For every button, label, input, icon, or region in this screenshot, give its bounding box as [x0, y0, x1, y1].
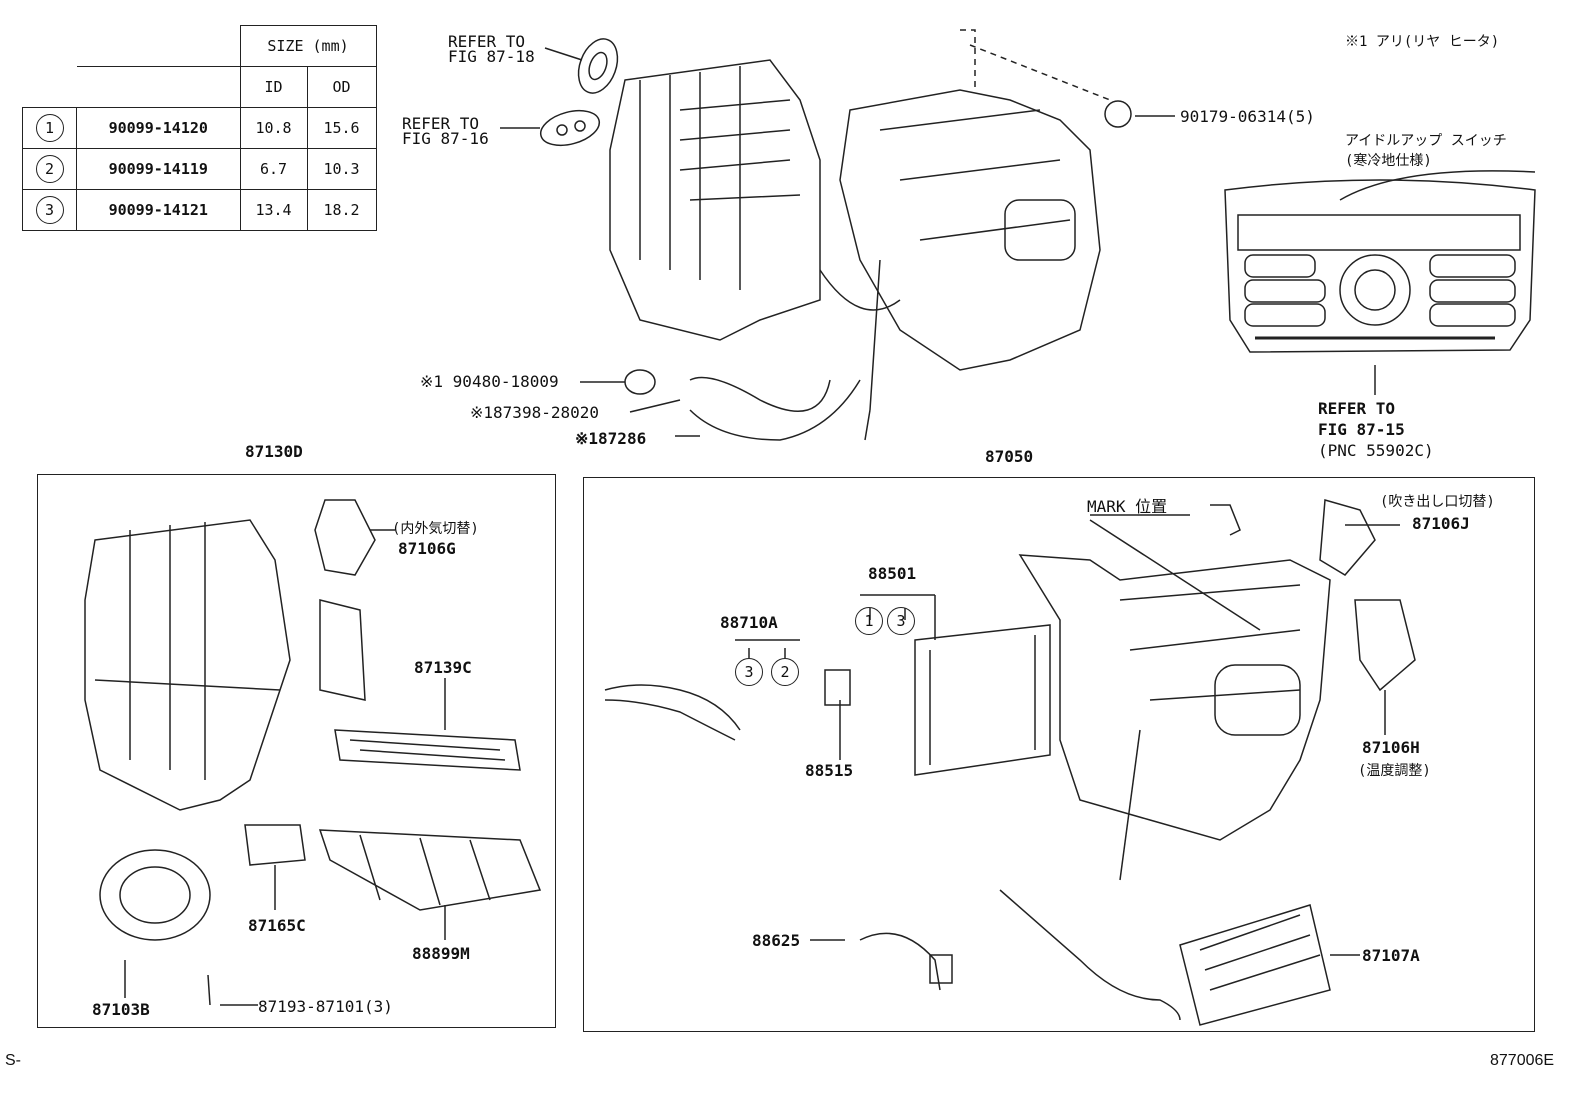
part-label: 90179-06314(5): [1180, 107, 1315, 126]
refer-label: FIG 87-15: [1318, 420, 1405, 439]
part-label: 88515: [805, 761, 854, 780]
footer-left: S-: [5, 1052, 21, 1069]
refer-label: FIG 87-18: [448, 47, 535, 66]
part-label: 88501: [868, 564, 917, 583]
part-label: 88899M: [412, 944, 470, 963]
part-label: 87139C: [414, 658, 472, 677]
row-mark: 1: [35, 114, 64, 142]
part-label: 87107A: [1362, 946, 1420, 965]
row-od: 18.2: [306, 189, 377, 231]
part-label: 87106G: [398, 539, 456, 558]
group-title: 87050: [985, 447, 1034, 466]
part-label: ※187286: [575, 429, 647, 448]
switch-note: (寒冷地仕様): [1345, 153, 1432, 169]
refer-label: FIG 87-16: [402, 129, 489, 148]
refer-label: REFER TO: [448, 32, 526, 51]
figure-id: 877006E: [1490, 1052, 1555, 1069]
row-mark: 2: [35, 155, 64, 183]
col-od: OD: [306, 66, 377, 108]
row-part: 90099-14120: [76, 107, 241, 149]
part-note: (温度調整): [1358, 763, 1431, 779]
size-table: SIZE (mm) ID OD 1 90099-14120 10.8 15.6 …: [22, 25, 377, 231]
row-part: 90099-14121: [76, 189, 241, 231]
part-label: 87106H: [1362, 738, 1420, 757]
row-id: 13.4: [239, 189, 308, 231]
row-od: 10.3: [306, 148, 377, 190]
row-mark: 3: [35, 196, 64, 224]
part-label: 87193-87101(3): [258, 997, 393, 1016]
circle-marker: 3: [887, 607, 915, 635]
part-note: (内外気切替): [392, 521, 479, 537]
group-box-left: [37, 474, 556, 1028]
note-label: ※1 アリ(リヤ ヒータ): [1345, 34, 1500, 50]
circle-marker: 1: [855, 607, 883, 635]
row-part: 90099-14119: [76, 148, 241, 190]
refer-label: (PNC 55902C): [1318, 441, 1434, 460]
table-row: 2 90099-14119 6.7 10.3: [22, 148, 377, 190]
row-od: 15.6: [306, 107, 377, 149]
col-id: ID: [239, 66, 308, 108]
part-note: (吹き出し口切替): [1380, 494, 1495, 510]
part-label: ※1 90480-18009: [420, 372, 559, 391]
refer-label: REFER TO: [1318, 399, 1396, 418]
circle-marker: 3: [735, 658, 763, 686]
group-title: 87130D: [245, 442, 303, 461]
part-label: 88710A: [720, 613, 778, 632]
part-label: ※187398-28020: [470, 403, 599, 422]
row-id: 6.7: [239, 148, 308, 190]
circle-marker: 2: [771, 658, 799, 686]
mark-label: MARK 位置: [1087, 497, 1168, 516]
part-label: 87106J: [1412, 514, 1470, 533]
table-row: 1 90099-14120 10.8 15.6: [22, 107, 377, 149]
row-id: 10.8: [239, 107, 308, 149]
refer-label: REFER TO: [402, 114, 480, 133]
part-label: 88625: [752, 931, 801, 950]
table-row: 3 90099-14121 13.4 18.2: [22, 189, 377, 231]
part-label: 87165C: [248, 916, 306, 935]
part-label: 87103B: [92, 1000, 150, 1019]
switch-label: アイドルアップ スイッチ: [1345, 133, 1507, 149]
group-box-right: [583, 477, 1535, 1032]
